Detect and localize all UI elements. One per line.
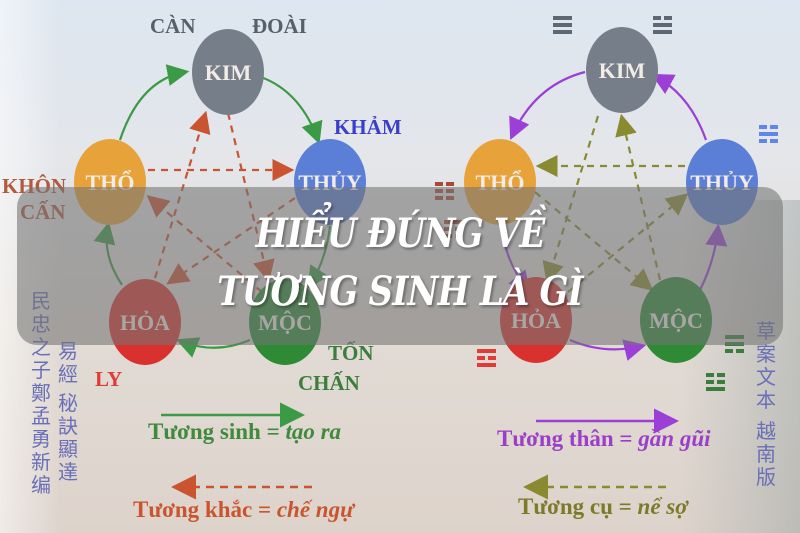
legend-tuong-sinh: Tương sinh = tạo ra [148, 419, 342, 444]
label-chan: CHẤN [298, 371, 360, 395]
trigram-doai-icon [653, 16, 672, 37]
svg-text:KIM: KIM [205, 60, 252, 85]
svg-text:KIM: KIM [599, 58, 646, 83]
left-node-kim: KIM [192, 29, 264, 115]
title-line-2: TƯƠNG SINH LÀ GÌ [217, 268, 583, 315]
trigram-chan-icon [706, 373, 725, 394]
legend-tuong-cu: Tương cụ = nể sợ [518, 494, 688, 519]
title-line-1: HIỂU ĐÚNG VỀ [255, 210, 546, 257]
label-doai: ĐOÀI [252, 14, 307, 38]
legend-tuong-than: Tương thân = gần gũi [497, 426, 711, 451]
label-ton: TỐN [328, 341, 374, 365]
label-kham: KHẢM [334, 115, 402, 139]
right-node-kim: KIM [586, 27, 658, 113]
label-ly: LY [95, 367, 123, 391]
title-banner [17, 187, 783, 345]
legend-tuong-khac: Tương khắc = chế ngự [133, 497, 354, 522]
trigram-kham-icon [759, 125, 778, 146]
label-can: CÀN [150, 14, 196, 38]
trigram-can-icon [553, 16, 572, 37]
cjk-column-2: 易經秘訣顯達 [58, 339, 78, 484]
trigram-ly-icon [477, 349, 496, 370]
